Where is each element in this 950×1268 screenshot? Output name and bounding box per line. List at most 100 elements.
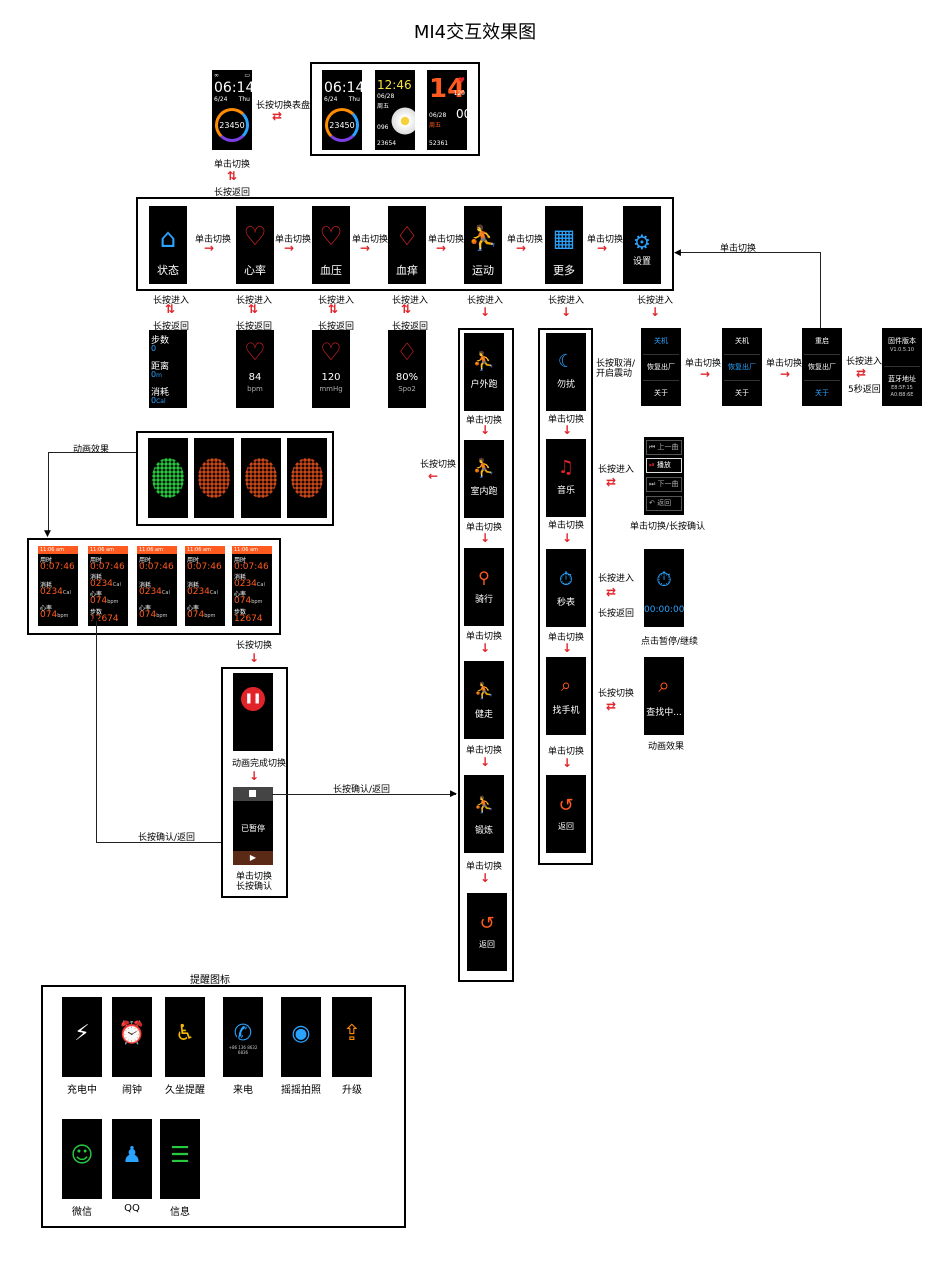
calories-value: 0234 — [40, 587, 63, 597]
steps: 23654 — [377, 140, 397, 147]
more-find-phone[interactable]: ⌕ 找手机 — [546, 657, 586, 735]
heart-pulse-icon: ♡ — [320, 338, 342, 366]
hr-unit: bpm — [247, 385, 263, 393]
arrow-right-icon: → — [516, 241, 527, 255]
settings-about[interactable]: 关于 — [735, 389, 749, 397]
music-back-button[interactable]: ↶ 返回 — [646, 496, 682, 511]
label-tap-switch: 单击切换 — [548, 415, 585, 425]
blood-pressure-detail[interactable]: ♡ 120 mmHg — [312, 330, 350, 408]
watch-face-2[interactable]: 12:46 06/28 周五 096 23654 — [375, 70, 415, 150]
more-music[interactable]: ♫ 音乐 — [546, 439, 586, 517]
stopwatch-screen[interactable]: ⏱ 00:00:00 — [644, 549, 684, 627]
sport-cycling[interactable]: ⚲ 骑行 — [464, 548, 504, 626]
music-screen[interactable]: ⏮ 上一曲 ⏯ 播放 ⏭ 下一曲 ↶ 返回 — [644, 437, 684, 515]
play-icon: ▶ — [249, 853, 257, 862]
sport-indoor-run[interactable]: ⛹ 室内跑 — [464, 440, 504, 518]
find-phone-screen[interactable]: ⌕ 查找中... — [644, 657, 684, 735]
arrow-down-icon: ↓ — [480, 755, 491, 769]
paused-screen[interactable]: 已暂停 ▶ — [233, 787, 273, 865]
duration-label: 用时 — [234, 557, 247, 564]
settings-factory-reset[interactable]: 恢复出厂 — [808, 363, 836, 371]
arrow-right-icon: → — [700, 367, 711, 381]
firmware-screen[interactable]: 固件版本 V1.0.5.10 蓝牙地址 E8:5F:15 A0:B8:6E — [882, 328, 922, 406]
back-icon: ↶ — [649, 499, 655, 507]
label-tap-switch: 单击切换 — [548, 747, 585, 757]
calories-label: 消耗 — [40, 582, 53, 589]
menu-blood-pressure[interactable]: ♡ 血压 — [312, 206, 350, 284]
hr-unit: bpm — [107, 599, 119, 605]
status-detail[interactable]: 步数 0 距离 0m 消耗 0Cal — [149, 330, 187, 408]
menu-more[interactable]: ▦ 更多 — [545, 206, 583, 284]
settings-power-off[interactable]: 关机 — [735, 337, 749, 345]
watch-face-main[interactable]: ∞ ▭ 06:14 6/24 Thu 23450 — [212, 70, 252, 150]
sport-walk[interactable]: ⛹ 健走 — [464, 661, 504, 739]
label-long-press-return: 长按返回 — [392, 322, 429, 332]
calories-value: 0234 — [90, 579, 113, 589]
sport-workout[interactable]: ⛹ 锻炼 — [464, 775, 504, 853]
reminder-label: 信息 — [170, 1207, 190, 1218]
weekday: 周五 — [429, 122, 442, 129]
settings-about[interactable]: 关于 — [654, 389, 668, 397]
connector-line — [96, 842, 222, 843]
stop-button[interactable] — [233, 787, 273, 801]
settings-screen-3[interactable]: 重启 恢复出厂 关于 — [802, 328, 842, 406]
arrow-down-icon: ↓ — [480, 871, 491, 885]
play-button[interactable]: ⏯ 播放 — [646, 458, 682, 473]
settings-factory-reset[interactable]: 恢复出厂 — [647, 363, 675, 371]
settings-factory-reset[interactable]: 恢复出厂 — [728, 363, 756, 371]
settings-screen-2[interactable]: 关机 恢复出厂 关于 — [722, 328, 762, 406]
settings-power-off[interactable]: 关机 — [654, 337, 668, 345]
walking-icon: ⛹ — [474, 681, 494, 700]
menu-sport[interactable]: ⛹ 运动 — [464, 206, 502, 284]
label-tap-switch: 单击切换 — [466, 416, 503, 426]
pause-screen[interactable]: ❚❚ — [233, 673, 273, 751]
sport-back[interactable]: ↺ 返回 — [467, 893, 507, 971]
arrow-down-icon: ↓ — [562, 641, 573, 655]
more-column — [538, 328, 593, 865]
label-long-press-enter: 长按进入 — [236, 296, 273, 306]
pause-icon[interactable]: ❚❚ — [241, 687, 265, 711]
sport-outdoor-run[interactable]: ⛹ 户外跑 — [464, 333, 504, 411]
label-tap-switch: 单击切换 — [507, 235, 544, 245]
menu-status[interactable]: ⌂ 状态 — [149, 206, 187, 284]
label-animation-effect: 动画效果 — [648, 742, 685, 752]
heart-pulse-icon: ♡ — [319, 222, 343, 252]
settings-restart[interactable]: 重启 — [815, 337, 829, 345]
arrow-right-icon: ▶ — [450, 789, 457, 799]
steps: 23450 — [329, 121, 355, 130]
label-long-press-switch-face: 长按切换表盘 — [256, 101, 311, 111]
arrow-down-icon: ↓ — [562, 756, 573, 770]
more-dnd[interactable]: ☾ 勿扰 — [546, 333, 586, 411]
more-stopwatch[interactable]: ⏱ 秒表 — [546, 549, 586, 627]
more-back[interactable]: ↺ 返回 — [546, 775, 586, 853]
next-track-button[interactable]: ⏭ 下一曲 — [646, 477, 682, 492]
watch-face-3[interactable]: 14 ♥ 120 00 06/28 周五 52361 — [427, 70, 467, 150]
prev-track-button[interactable]: ⏮ 上一曲 — [646, 440, 682, 455]
menu-label: 心率 — [244, 264, 266, 277]
distance-value: 0 — [151, 370, 157, 379]
hr-unit: bpm — [57, 613, 69, 619]
pause-group — [221, 667, 288, 898]
menu-label: 运动 — [472, 264, 494, 277]
home-icon: ⌂ — [159, 224, 177, 254]
menu-spo2[interactable]: ♢ 血痒 — [388, 206, 426, 284]
digits2: 00 — [456, 107, 467, 121]
date: 6/24 — [324, 96, 338, 103]
menu-heart-rate[interactable]: ♡ 心率 — [236, 206, 274, 284]
reminder-screen: ♿ — [165, 997, 205, 1077]
watch-face-1[interactable]: 06:14 6/24 Thu 23450 — [322, 70, 362, 150]
settings-about[interactable]: 关于 — [815, 389, 829, 397]
settings-screen-1[interactable]: 关机 恢复出厂 关于 — [641, 328, 681, 406]
connector-line — [820, 252, 821, 328]
play-label: 播放 — [656, 461, 671, 469]
play-button[interactable]: ▶ — [233, 851, 273, 865]
menu-settings[interactable]: ⚙ 设置 — [623, 206, 661, 284]
spo2-detail[interactable]: ♢ 80% Spo2 — [388, 330, 426, 408]
heart-rate-detail[interactable]: ♡ 84 bpm — [236, 330, 274, 408]
calories-label: 消耗 — [187, 582, 200, 589]
